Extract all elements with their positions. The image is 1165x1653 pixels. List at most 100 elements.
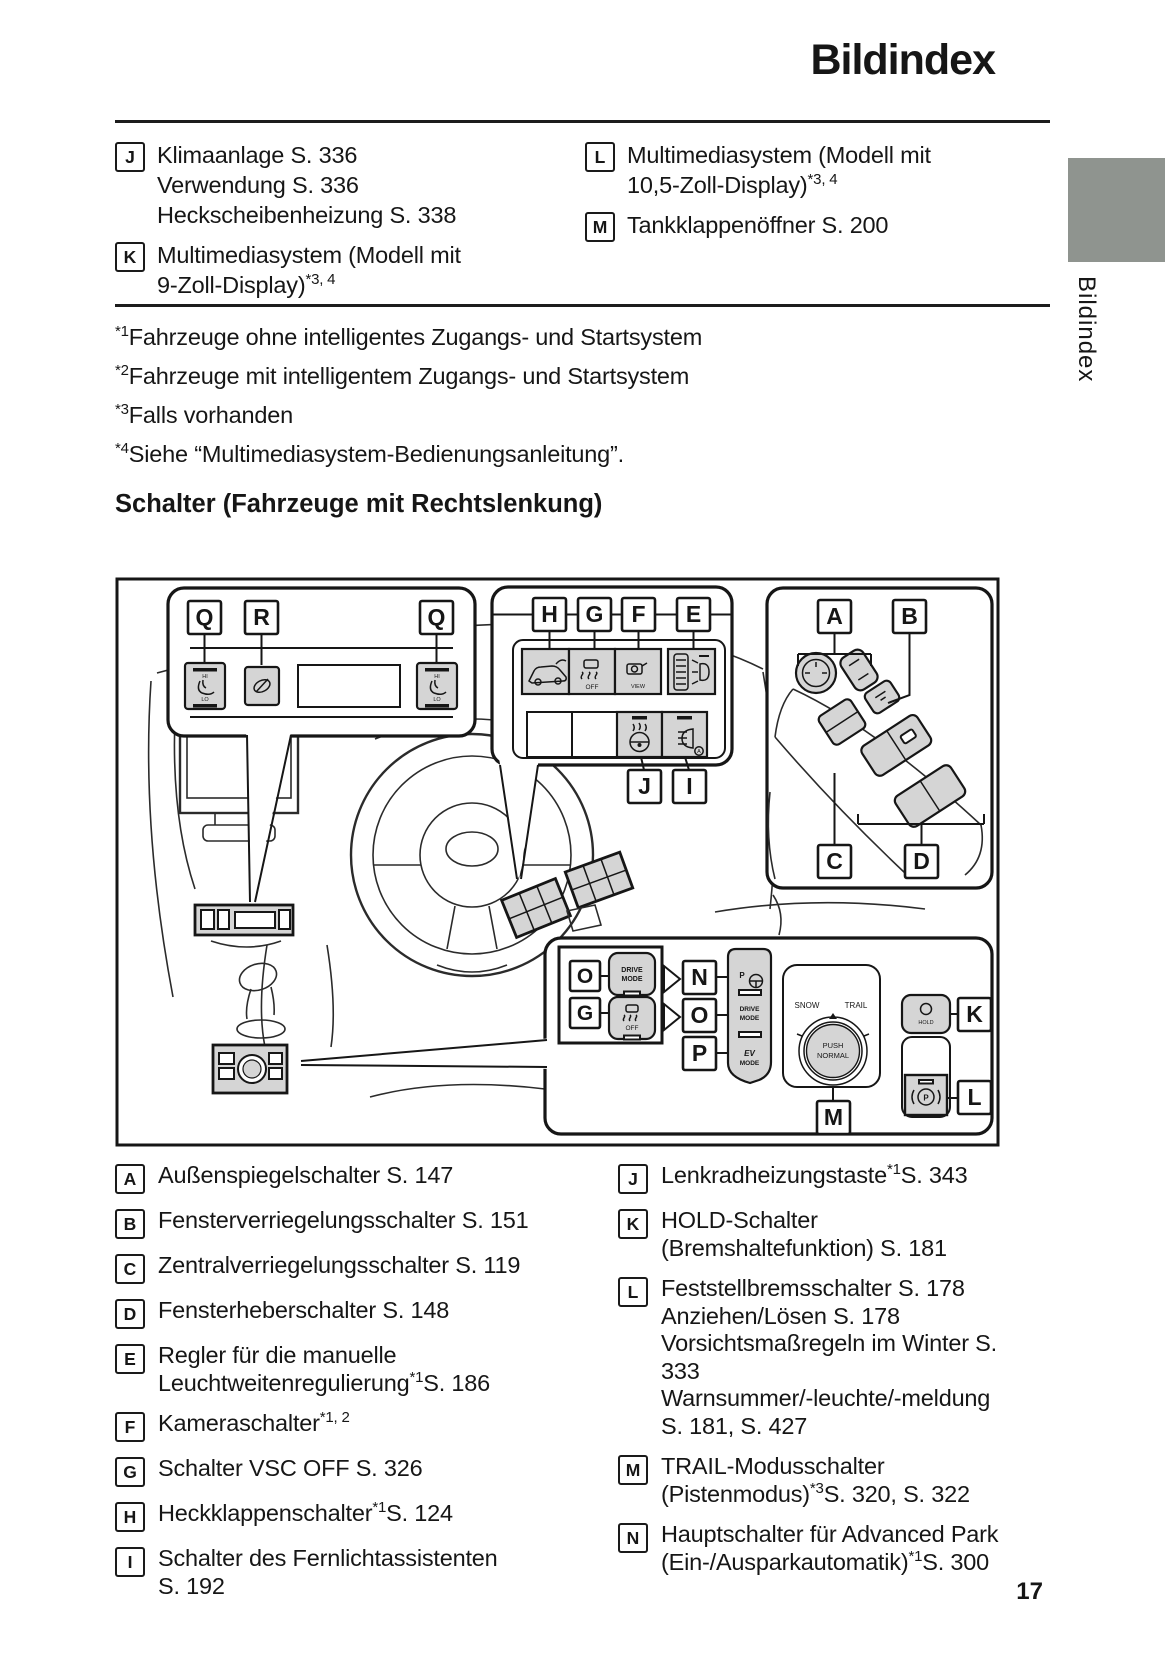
footnote: *2Fahrzeuge mit intelligentem Zugangs- u…	[115, 363, 935, 390]
blank-switch-slot	[526, 711, 573, 758]
header-divider	[115, 120, 1050, 123]
svg-text:DRIVE: DRIVE	[621, 967, 643, 974]
callout-key-m	[815, 1099, 852, 1136]
legend-text: S. 124	[386, 1500, 453, 1526]
callout-key-o2	[681, 997, 718, 1034]
callout-key-b	[891, 598, 928, 635]
callout-key-l: L	[585, 142, 615, 172]
legend-line: S. 181, S. 427	[661, 1413, 1028, 1441]
legend-entry-text: Fensterverriegelungsschalter S. 151	[158, 1207, 529, 1239]
callout-driver-switch-panel: OFF VIEW	[490, 585, 734, 880]
headlight-leveling-dial	[666, 647, 717, 696]
svg-text:N: N	[691, 964, 708, 990]
legend-entry-text: Hauptschalter für Advanced Park(Ein-/Aus…	[661, 1521, 999, 1576]
legend-text: HOLD-Schalter	[661, 1207, 818, 1233]
legend-text: Klimaanlage S. 336	[157, 142, 358, 168]
callout-key-k	[956, 996, 993, 1033]
legend-text: 9-Zoll-Display)	[157, 272, 306, 298]
legend-entry: J Lenkradheizungstaste*1S. 343	[618, 1162, 1028, 1194]
legend-line: Vorsichtsmaßregeln im Winter S. 333	[661, 1330, 1028, 1385]
callout-key-g	[576, 596, 613, 633]
footnote: *4Siehe “Multimediasystem-Bedienungsanle…	[115, 441, 935, 468]
vsc-off-icon	[580, 659, 599, 680]
footnote-marker: *1, 2	[319, 1409, 350, 1427]
legend-text: Kameraschalter	[158, 1410, 320, 1436]
svg-text:DRIVE: DRIVE	[740, 1006, 761, 1013]
legend-entry: F Kameraschalter*1, 2	[115, 1410, 585, 1442]
brake-hold-icon	[919, 1002, 933, 1016]
window-switch-pair-front	[860, 713, 933, 777]
svg-text:I: I	[686, 773, 692, 799]
dial-lever-icon	[253, 678, 271, 694]
callout-key-k: K	[115, 242, 145, 272]
svg-text:TRAIL: TRAIL	[845, 1001, 868, 1010]
legend-line: Fensterverriegelungsschalter S. 151	[158, 1207, 529, 1235]
legend-entry-text: Zentralverriegelungsschalter S. 119	[158, 1252, 520, 1284]
legend-line: Regler für die manuelle	[158, 1342, 490, 1370]
window-switch-pair-rear	[893, 764, 967, 828]
svg-text:R: R	[253, 604, 270, 630]
svg-text:LO: LO	[433, 697, 441, 703]
legend-text: Zentralverriegelungsschalter S. 119	[158, 1252, 521, 1278]
svg-text:NORMAL: NORMAL	[817, 1051, 849, 1060]
svg-text:H: H	[541, 601, 558, 627]
legend-text: Fensterverriegelungsschalter S. 151	[158, 1207, 529, 1233]
svg-text:VIEW: VIEW	[631, 684, 646, 690]
svg-text:G: G	[586, 601, 604, 627]
legend-line: Feststellbremsschalter S. 178	[661, 1275, 1028, 1303]
callout-key-r	[243, 599, 280, 636]
steering-side-switch-bank-2	[563, 850, 635, 910]
callout-key-a	[816, 598, 853, 635]
callout-key-h: H	[115, 1502, 145, 1532]
svg-text:OFF: OFF	[586, 684, 599, 691]
callout-key-i: I	[115, 1547, 145, 1577]
legend-entry-text: Außenspiegelschalter S. 147	[158, 1162, 453, 1194]
steering-heater-switch	[615, 710, 664, 759]
callout-key-q2	[418, 599, 455, 636]
legend-line: Lenkradheizungstaste*1S. 343	[661, 1162, 968, 1190]
legend-line: Heckscheibenheizung S. 338	[157, 200, 456, 230]
blank-switch-slot	[571, 711, 618, 758]
footnote-text: Fahrzeuge mit intelligentem Zugangs- und…	[128, 363, 690, 389]
callout-key-q1	[186, 599, 223, 636]
callout-key-c	[816, 843, 853, 880]
legend-line: Fensterheberschalter S. 148	[158, 1297, 449, 1325]
callout-key-e: E	[115, 1344, 145, 1374]
console-switch-unit	[211, 1043, 289, 1095]
callout-key-f: F	[115, 1412, 145, 1442]
callout-key-j: J	[618, 1164, 648, 1194]
legend-text: Heckklappenschalter	[158, 1500, 373, 1526]
callout-key-h	[531, 596, 568, 633]
callout-key-j	[626, 768, 663, 805]
legend-text: S. 186	[423, 1369, 490, 1396]
blank-panel-slot	[297, 664, 401, 708]
footnote-text: Falls vorhanden	[128, 402, 293, 428]
svg-text:E: E	[686, 601, 701, 627]
footnote-marker: *3	[115, 401, 129, 419]
legend-entry-text: Fensterheberschalter S. 148	[158, 1297, 449, 1329]
footnote-marker: *2	[115, 362, 129, 380]
svg-text:C: C	[826, 848, 843, 874]
svg-text:O: O	[577, 965, 593, 988]
legend-text: (Bremshaltefunktion) S. 181	[661, 1234, 947, 1261]
legend-line: Anziehen/Lösen S. 178	[661, 1303, 1028, 1331]
svg-text:Q: Q	[428, 604, 446, 630]
chapter-tab-marker	[1068, 158, 1165, 262]
mode-button-stack: P DRIVE MODE EV MODE	[726, 947, 773, 1085]
legend-text: Verwendung S. 336	[157, 172, 359, 198]
footnote-marker: *3	[809, 1479, 824, 1497]
svg-text:M: M	[824, 1104, 843, 1130]
svg-text:LO: LO	[201, 697, 209, 703]
legend-line: 10,5-Zoll-Display)*3, 4	[627, 170, 931, 200]
svg-text:G: G	[577, 1002, 593, 1025]
footnote-marker: *3, 4	[305, 271, 336, 289]
legend-text: TRAIL-Modusschalter	[661, 1453, 885, 1479]
